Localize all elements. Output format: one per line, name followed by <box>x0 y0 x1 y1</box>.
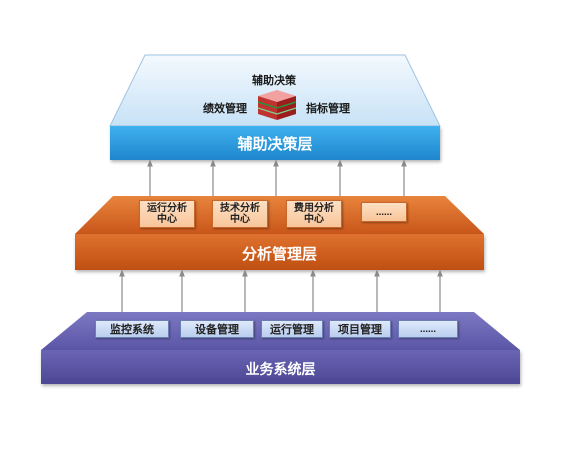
decision-layer-label: 辅助决策层 <box>237 135 313 153</box>
decision-right-label: 指标管理 <box>306 102 350 115</box>
analysis-layer-top <box>75 196 484 234</box>
business-system-project: 项目管理 <box>329 320 391 338</box>
analysis-module-more: …… <box>361 202 407 222</box>
business-layer-bar <box>41 350 520 384</box>
stacked-cube-icon <box>257 90 297 120</box>
arrows-business-to-analysis <box>119 269 443 312</box>
analysis-module-technical: 技术分析中心 <box>212 200 268 228</box>
arrows-analysis-to-decision <box>147 159 407 196</box>
business-system-equipment: 设备管理 <box>180 320 254 338</box>
business-system-operation: 运行管理 <box>261 320 323 338</box>
decision-top-title: 辅助决策 <box>252 74 296 87</box>
business-system-monitoring: 监控系统 <box>95 320 169 338</box>
decision-layer-bar <box>110 126 440 160</box>
analysis-layer-bar <box>75 234 484 270</box>
analysis-layer-label: 分析管理层 <box>241 245 317 263</box>
analysis-module-operation: 运行分析中心 <box>139 200 195 228</box>
decision-left-label: 绩效管理 <box>203 102 247 115</box>
business-system-more: …… <box>398 320 458 338</box>
business-layer-label: 业务系统层 <box>245 362 316 378</box>
analysis-module-cost: 费用分析中心 <box>286 200 342 228</box>
